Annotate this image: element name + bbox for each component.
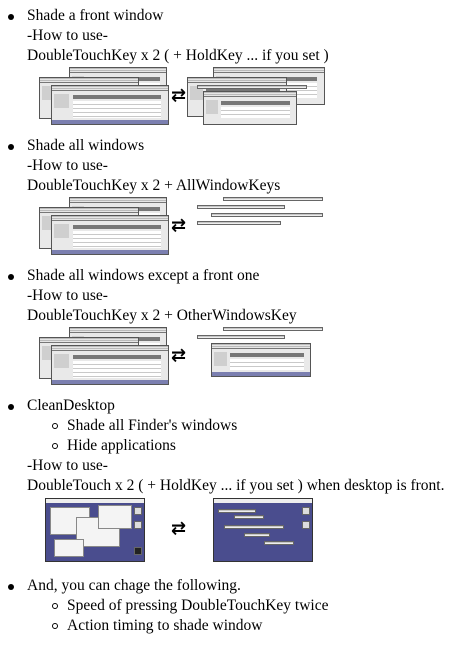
circle-bullet xyxy=(52,423,58,429)
howto-label: -How to use- xyxy=(27,287,108,304)
bullet xyxy=(8,404,14,410)
section-title: Shade all windows except a front one xyxy=(27,267,260,284)
section-title: CleanDesktop xyxy=(27,397,115,414)
circle-bullet xyxy=(52,603,58,609)
subitem: Speed of pressing DoubleTouchKey twice xyxy=(27,596,462,616)
illustration-clean-desktop: ⇄ xyxy=(27,498,462,564)
key-combination: DoubleTouchKey x 2 + OtherWindowsKey xyxy=(27,307,297,324)
settings-subitems: Speed of pressing DoubleTouchKey twice A… xyxy=(27,596,462,636)
clean-desktop-subitems: Shade all Finder's windows Hide applicat… xyxy=(27,416,462,456)
window-thumbnail xyxy=(51,215,169,255)
circle-bullet xyxy=(52,623,58,629)
key-combination: DoubleTouch x 2 ( + HoldKey ... if you s… xyxy=(27,477,445,494)
subitem: Hide applications xyxy=(27,436,462,456)
section-clean-desktop: CleanDesktop Shade all Finder's windows … xyxy=(0,396,462,564)
section-title: Shade a front window xyxy=(27,7,164,24)
howto-label: -How to use- xyxy=(27,157,108,174)
section-settings: And, you can chage the following. Speed … xyxy=(0,576,462,636)
key-combination: DoubleTouchKey x 2 ( + HoldKey ... if yo… xyxy=(27,47,329,64)
shaded-window-bar xyxy=(223,327,323,331)
illustration-shade-others: ⇄ xyxy=(27,327,462,387)
bullet xyxy=(8,274,14,280)
shaded-window-bar xyxy=(197,221,281,225)
shaded-window-bar xyxy=(197,335,285,339)
window-thumbnail xyxy=(51,345,169,385)
circle-bullet xyxy=(52,443,58,449)
subitem: Shade all Finder's windows xyxy=(27,416,462,436)
cluttered-desktop-thumbnail xyxy=(45,498,145,562)
shaded-window-bar xyxy=(211,213,323,217)
subitem: Action timing to shade window xyxy=(27,616,462,636)
swap-arrow-icon: ⇄ xyxy=(171,345,187,366)
section-shade-front-window: Shade a front window -How to use- Double… xyxy=(0,6,462,127)
illustration-shade-all: ⇄ xyxy=(27,197,462,257)
shaded-window-bar xyxy=(197,205,285,209)
window-thumbnail xyxy=(211,343,311,377)
howto-label: -How to use- xyxy=(27,27,108,44)
swap-arrow-icon: ⇄ xyxy=(171,518,187,539)
window-thumbnail xyxy=(203,91,297,125)
key-combination: DoubleTouchKey x 2 + AllWindowKeys xyxy=(27,177,281,194)
swap-arrow-icon: ⇄ xyxy=(171,215,187,236)
clean-desktop-thumbnail xyxy=(213,498,313,562)
shaded-window-bar xyxy=(197,85,307,89)
bullet xyxy=(8,14,14,20)
bullet xyxy=(8,584,14,590)
section-title: And, you can chage the following. xyxy=(27,577,241,594)
swap-arrow-icon: ⇄ xyxy=(171,85,187,106)
section-shade-other-windows: Shade all windows except a front one -Ho… xyxy=(0,266,462,387)
bullet xyxy=(8,144,14,150)
illustration-shade-front: ⇄ xyxy=(27,67,462,127)
window-thumbnail xyxy=(51,85,169,125)
shaded-window-bar xyxy=(223,197,323,201)
section-shade-all-windows: Shade all windows -How to use- DoubleTou… xyxy=(0,136,462,257)
feature-list: Shade a front window -How to use- Double… xyxy=(0,6,462,636)
section-title: Shade all windows xyxy=(27,137,145,154)
howto-label: -How to use- xyxy=(27,457,108,474)
